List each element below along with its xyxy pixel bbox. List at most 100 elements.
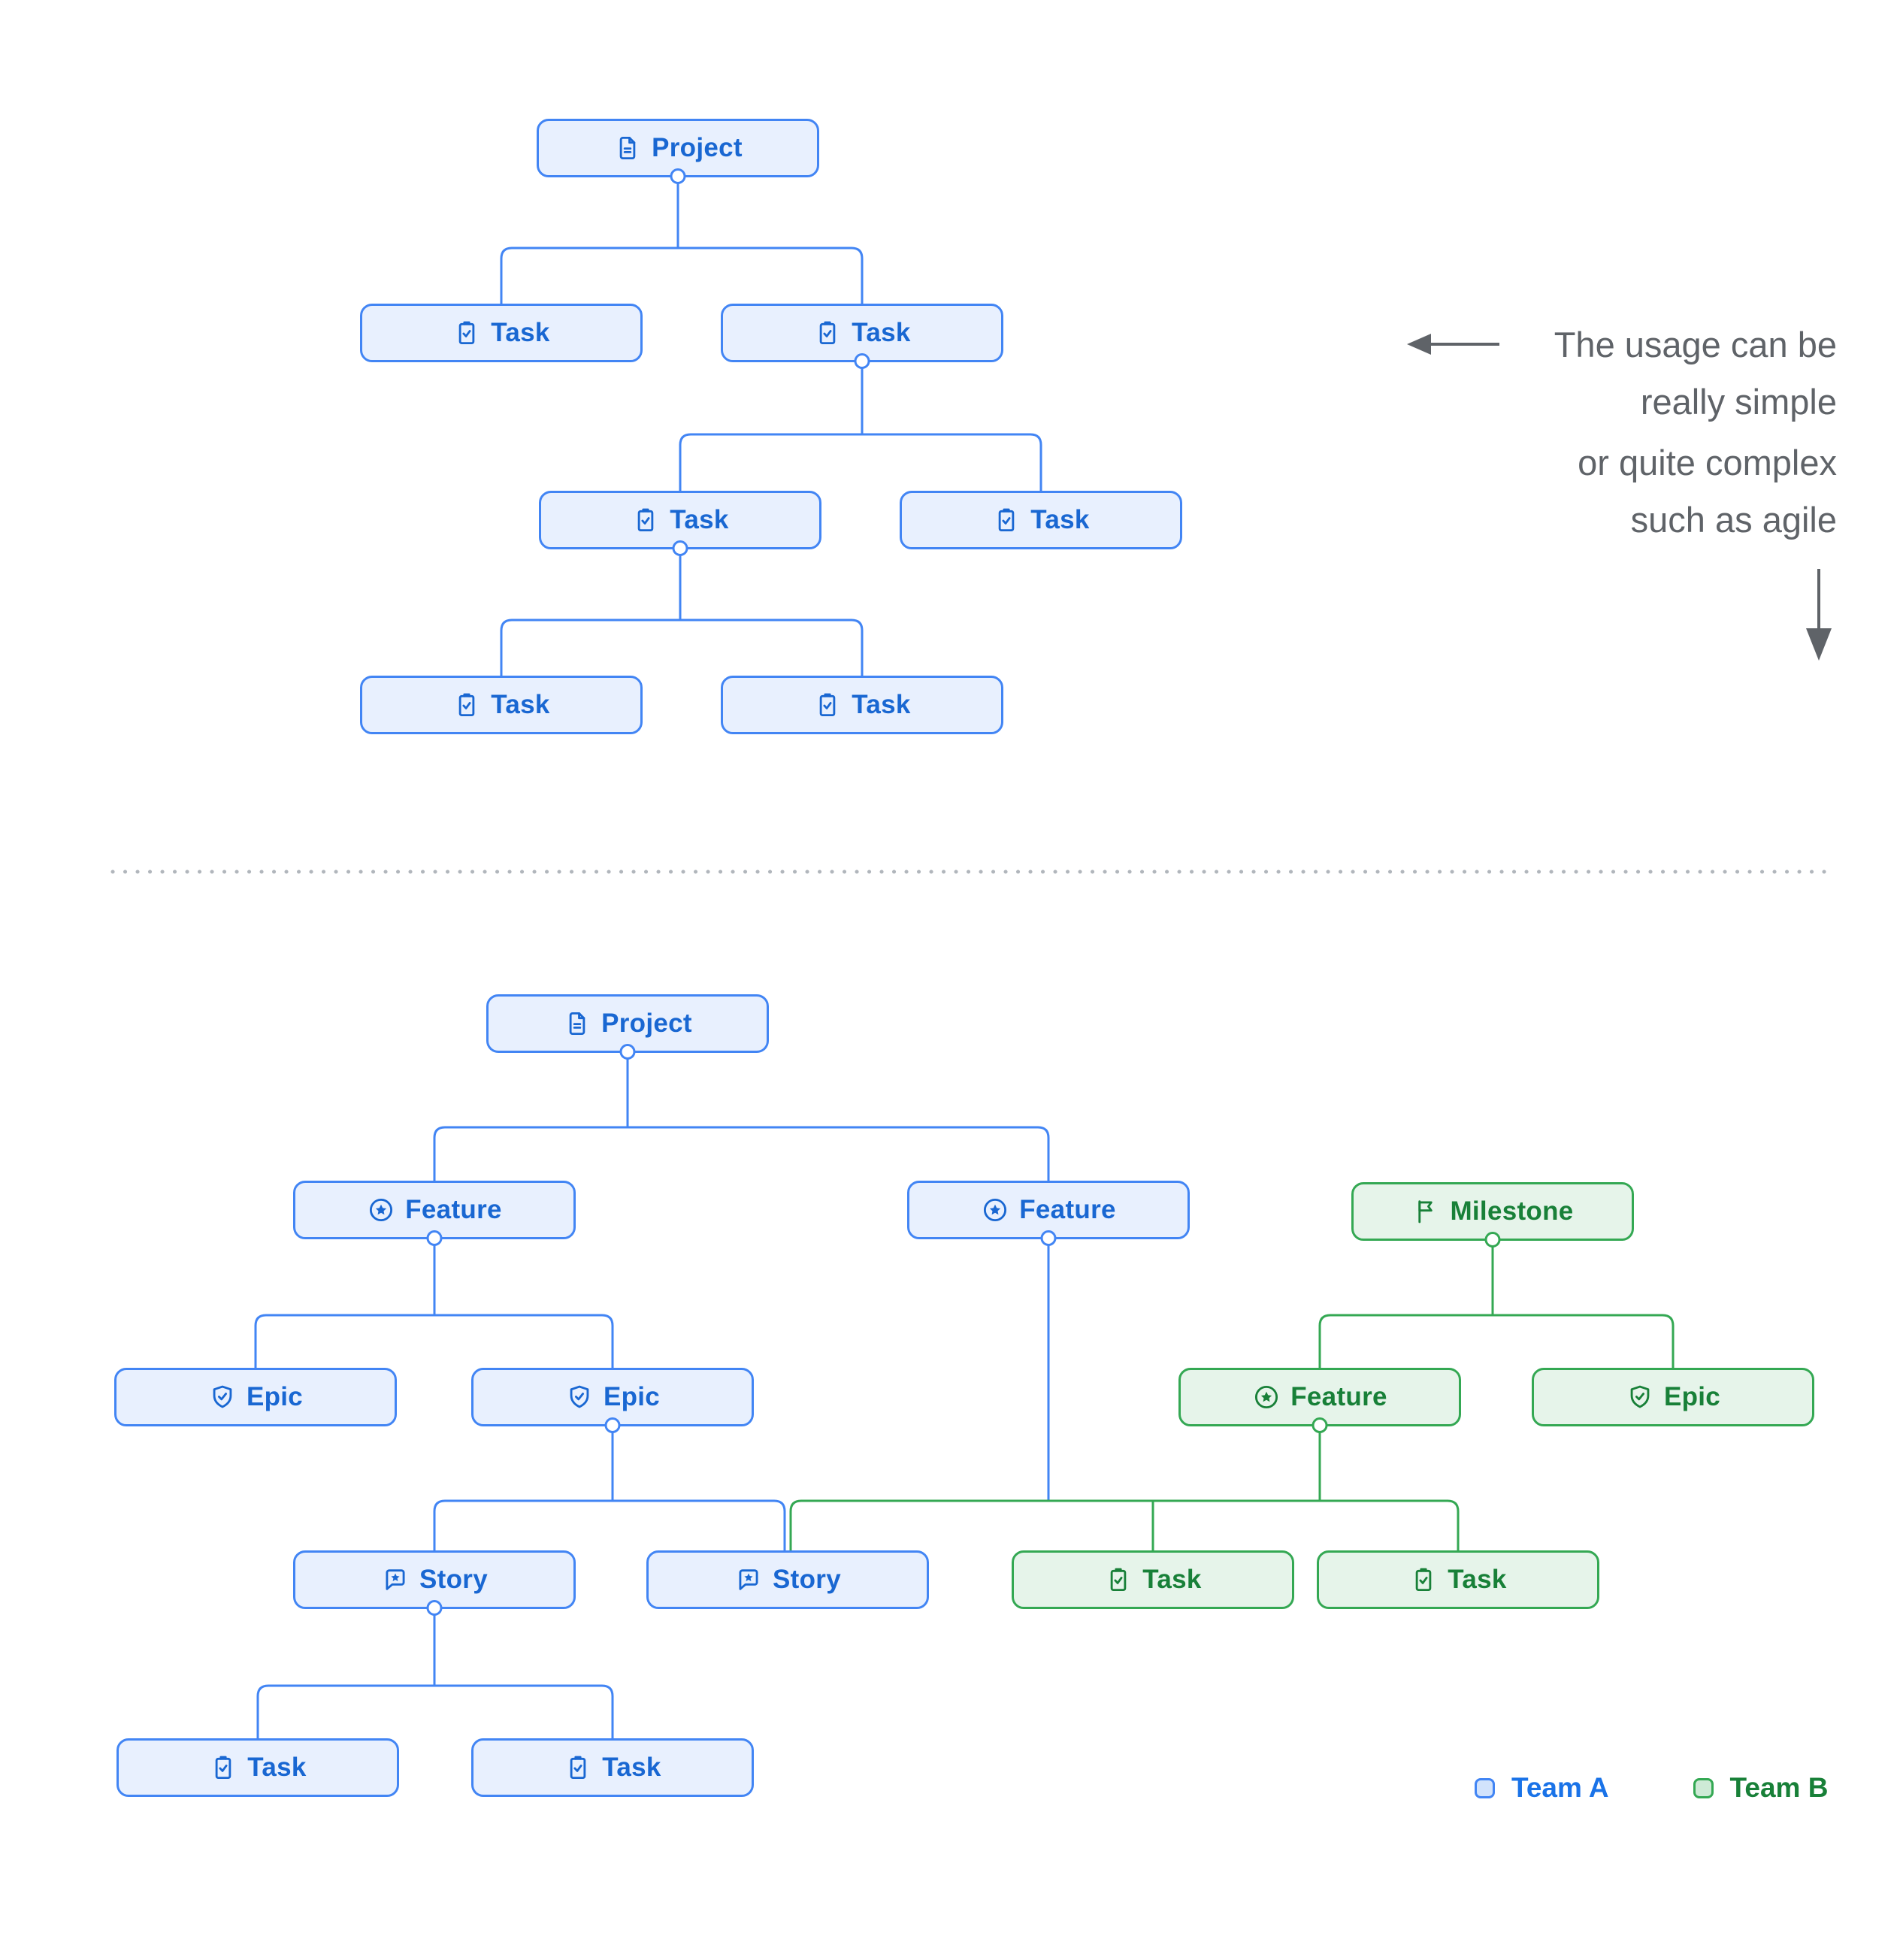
- child-connector-port: [426, 1600, 443, 1616]
- node-task-8: Task: [1317, 1550, 1599, 1609]
- node-label: Task: [852, 690, 911, 719]
- child-connector-port: [619, 1044, 636, 1060]
- task-icon: [459, 693, 475, 717]
- task-icon: [999, 508, 1015, 532]
- feature-icon: [1255, 1385, 1278, 1409]
- node-milestone: Milestone: [1351, 1182, 1634, 1248]
- node-epic-2: Epic: [471, 1368, 754, 1433]
- edge-task2-to-tasks: [679, 433, 1042, 491]
- edge-shared-bus-to-children: [789, 1499, 1460, 1550]
- node-task-2: Task: [721, 304, 1003, 369]
- annotation-arrows: [1407, 334, 1832, 661]
- task-icon: [1416, 1568, 1432, 1592]
- node-epic-1: Epic: [114, 1368, 397, 1426]
- child-connector-port: [1040, 1230, 1057, 1246]
- down-arrow-head-icon: [1806, 628, 1832, 661]
- child-connector-port: [1312, 1417, 1328, 1433]
- node-task-7: Task: [1012, 1550, 1294, 1609]
- node-label: Feature: [405, 1195, 502, 1224]
- document-icon: [619, 136, 636, 160]
- node-label: Milestone: [1450, 1196, 1574, 1226]
- edge-milestone-to-children: [1318, 1314, 1675, 1368]
- child-connector-port: [604, 1417, 621, 1433]
- team-b-swatch: [1693, 1777, 1714, 1798]
- node-task-4: Task: [900, 491, 1182, 549]
- legend-item-team-b: Team B: [1693, 1772, 1829, 1804]
- edge-epic2-to-stories: [433, 1499, 786, 1550]
- node-label: Feature: [1019, 1195, 1116, 1224]
- connectors-simple-tree: [500, 177, 1042, 676]
- node-label: Task: [491, 690, 550, 719]
- node-label: Task: [852, 318, 911, 347]
- task-icon: [820, 693, 836, 717]
- task-icon: [216, 1756, 231, 1780]
- node-task-3: Task: [539, 491, 821, 556]
- node-story-1: Story: [293, 1550, 576, 1616]
- node-epic-3: Epic: [1532, 1368, 1814, 1426]
- node-feature-2: Feature: [907, 1181, 1190, 1246]
- epic-icon: [570, 1385, 589, 1408]
- node-label: Task: [491, 318, 550, 347]
- child-connector-port: [672, 540, 688, 556]
- node-label: Epic: [1663, 1382, 1721, 1411]
- node-task-6: Task: [721, 676, 1003, 734]
- node-project: Project: [486, 994, 769, 1060]
- node-feature-1: Feature: [293, 1181, 576, 1246]
- child-connector-port: [426, 1230, 443, 1246]
- edge-story1-to-tasks: [256, 1684, 614, 1738]
- task-icon: [1111, 1568, 1127, 1592]
- node-label: Project: [601, 1009, 692, 1038]
- story-icon: [386, 1569, 405, 1590]
- task-icon: [638, 508, 654, 532]
- node-label: Task: [247, 1753, 307, 1782]
- node-label: Task: [1142, 1565, 1202, 1594]
- node-label: Epic: [246, 1382, 304, 1411]
- node-task-1: Task: [360, 304, 643, 362]
- node-task-5: Task: [360, 676, 643, 734]
- task-icon: [459, 321, 475, 345]
- annotation-line: such as agile: [1630, 500, 1837, 540]
- node-label: Epic: [603, 1382, 661, 1411]
- node-label: Story: [773, 1565, 841, 1594]
- feature-icon: [984, 1198, 1007, 1222]
- node-label: Task: [602, 1753, 661, 1782]
- epic-icon: [1630, 1385, 1650, 1408]
- task-icon: [570, 1756, 586, 1780]
- node-label: Project: [652, 133, 743, 162]
- task-icon: [820, 321, 836, 345]
- annotation-line: really simple: [1640, 382, 1837, 422]
- left-arrow-head-icon: [1407, 334, 1431, 355]
- edge-project-to-tasks: [500, 247, 864, 304]
- legend-label: Team A: [1511, 1772, 1609, 1803]
- annotation-note: The usage can be really simple or quite …: [1554, 316, 1837, 549]
- edge-project2-to-features: [433, 1126, 1050, 1181]
- edge-feature1-to-epics: [254, 1314, 614, 1368]
- child-connector-port: [1484, 1232, 1501, 1248]
- epic-icon: [213, 1385, 232, 1408]
- team-legend: Team A Team B: [1475, 1772, 1828, 1804]
- milestone-icon: [1418, 1200, 1433, 1223]
- node-label: Task: [670, 505, 729, 534]
- connectors-complex-team-a: [254, 1053, 1050, 1738]
- document-icon: [569, 1012, 585, 1036]
- connectors-complex-team-b: [789, 1241, 1675, 1550]
- feature-icon: [370, 1198, 393, 1222]
- node-label: Task: [1448, 1565, 1507, 1594]
- child-connector-port: [670, 168, 686, 184]
- child-connector-port: [854, 353, 870, 369]
- story-icon: [739, 1569, 758, 1590]
- node-task-9: Task: [116, 1738, 399, 1797]
- node-task-10: Task: [471, 1738, 754, 1797]
- node-feature-3: Feature: [1178, 1368, 1461, 1433]
- annotation-line: or quite complex: [1578, 443, 1837, 482]
- legend-label: Team B: [1729, 1772, 1829, 1803]
- node-label: Story: [419, 1565, 488, 1594]
- node-label: Feature: [1290, 1382, 1387, 1411]
- legend-item-team-a: Team A: [1475, 1772, 1609, 1804]
- node-story-2: Story: [646, 1550, 929, 1609]
- node-project: Project: [537, 119, 819, 184]
- edge-task3-to-tasks: [500, 619, 864, 676]
- team-a-swatch: [1475, 1777, 1495, 1798]
